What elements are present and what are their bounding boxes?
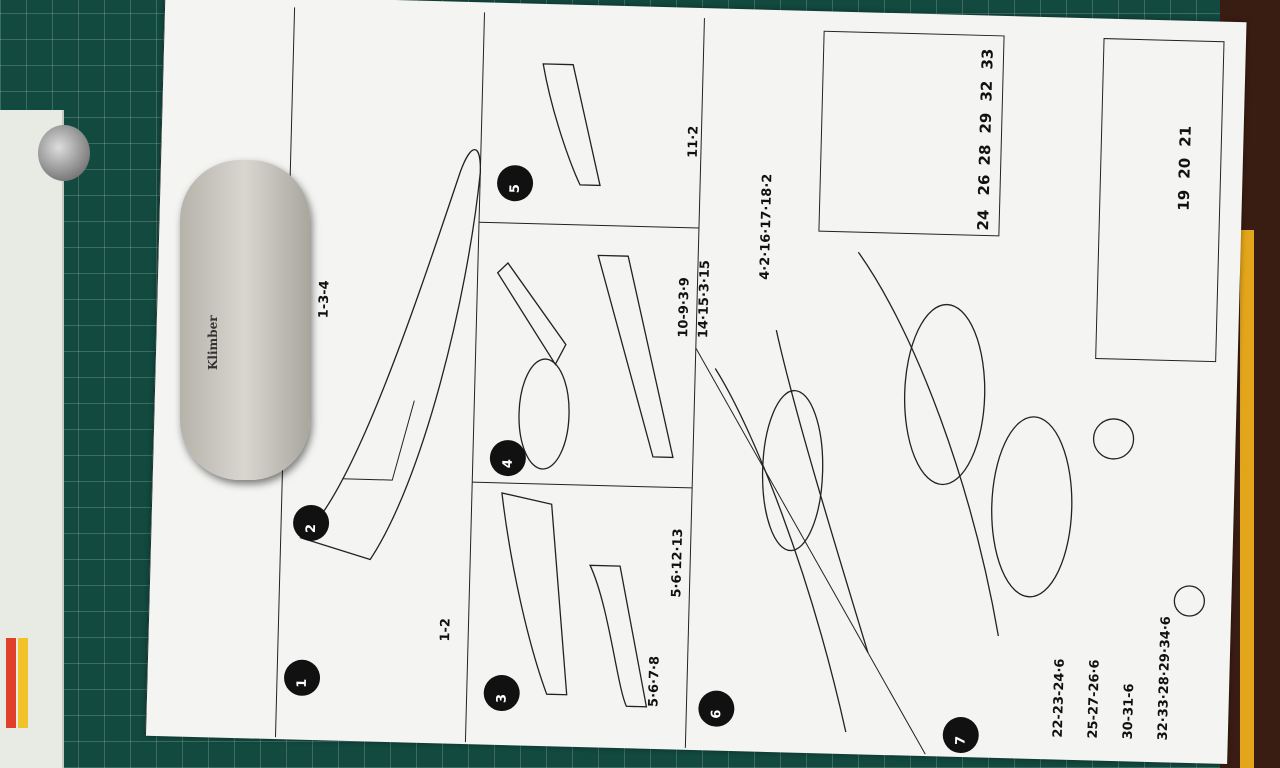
metal-screw	[38, 125, 90, 181]
instruction-drawings	[145, 0, 1225, 755]
part-label: 5·6·12·13	[669, 528, 687, 598]
step-number-6: 6	[709, 709, 725, 719]
model-kit-box	[0, 110, 64, 768]
inset-number: 32	[977, 80, 996, 102]
part-label: 25-27-26·6	[1085, 659, 1103, 739]
step-number-5: 5	[507, 183, 524, 194]
part-label: 1-3-4	[316, 280, 333, 319]
part-label: 14·15·3·15	[696, 259, 714, 339]
part-label: 5·6·7·8	[646, 655, 663, 708]
inset-number: 24	[973, 209, 993, 231]
inset-number: 29	[976, 112, 996, 134]
part-label: 4·2·16·17·18·2	[757, 173, 776, 280]
box-red-stripe	[6, 638, 16, 728]
inset-number: 19	[1174, 189, 1194, 211]
pocket-knife	[180, 160, 310, 480]
step-number-2: 2	[303, 523, 320, 534]
box-yellow-stripe	[18, 638, 28, 728]
inset-number: 26	[974, 174, 994, 196]
part-label: 30-31-6	[1120, 683, 1138, 740]
step-number-7: 7	[953, 735, 969, 746]
part-label: 22-23-24·6	[1050, 658, 1068, 738]
inset-number: 33	[978, 48, 997, 70]
part-label: 10-9·3·9	[676, 276, 693, 338]
instruction-sheet: 1 2 3 4 5 6 7 1-2 1-3-4 5·6·7·8 5·6·12·1…	[145, 0, 1247, 765]
step-number-3: 3	[494, 693, 510, 704]
part-label: 11·2	[685, 125, 702, 159]
inset-number: 21	[1176, 125, 1195, 147]
inset-number: 20	[1175, 157, 1194, 179]
part-label: 1-2	[438, 617, 454, 642]
step-number-1: 1	[294, 678, 311, 688]
pencil	[1240, 230, 1254, 768]
knife-brand-label: Klimber	[206, 315, 220, 370]
step-number-4: 4	[500, 458, 516, 469]
inset-number: 28	[975, 144, 995, 166]
